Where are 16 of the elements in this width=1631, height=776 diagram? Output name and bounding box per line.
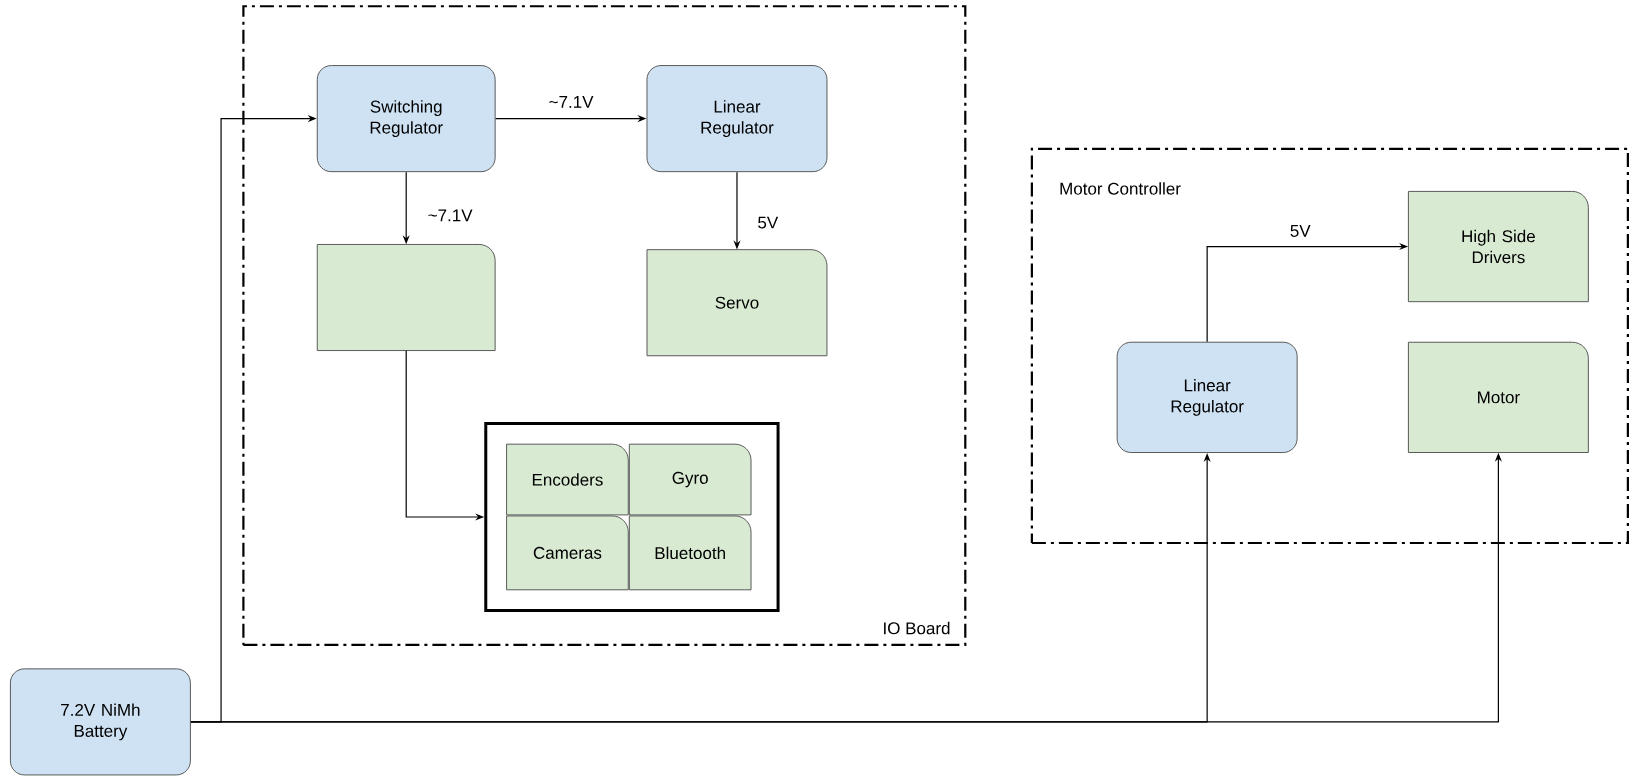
process-box: Switching Regulator [316,65,496,173]
edge-label: 5V [1288,224,1312,238]
component-box: High Side Drivers [1407,190,1589,303]
component-box: Cameras [506,515,629,591]
component-box: Encoders [506,443,629,516]
process-box: Linear Regulator [646,65,828,173]
component-box: Gyro [628,443,752,516]
component-box [316,243,496,352]
process-box: Linear Regulator [1116,341,1298,453]
component-box: Motor [1407,341,1589,453]
component-box: Bluetooth [628,515,752,591]
component-box: Servo [646,249,828,357]
edge-label: ~7.1V [547,95,595,109]
edge-label: 5V [756,215,780,230]
process-box: 7.2V NiMh Battery [9,668,191,776]
edge-label: ~7.1V [426,208,474,223]
